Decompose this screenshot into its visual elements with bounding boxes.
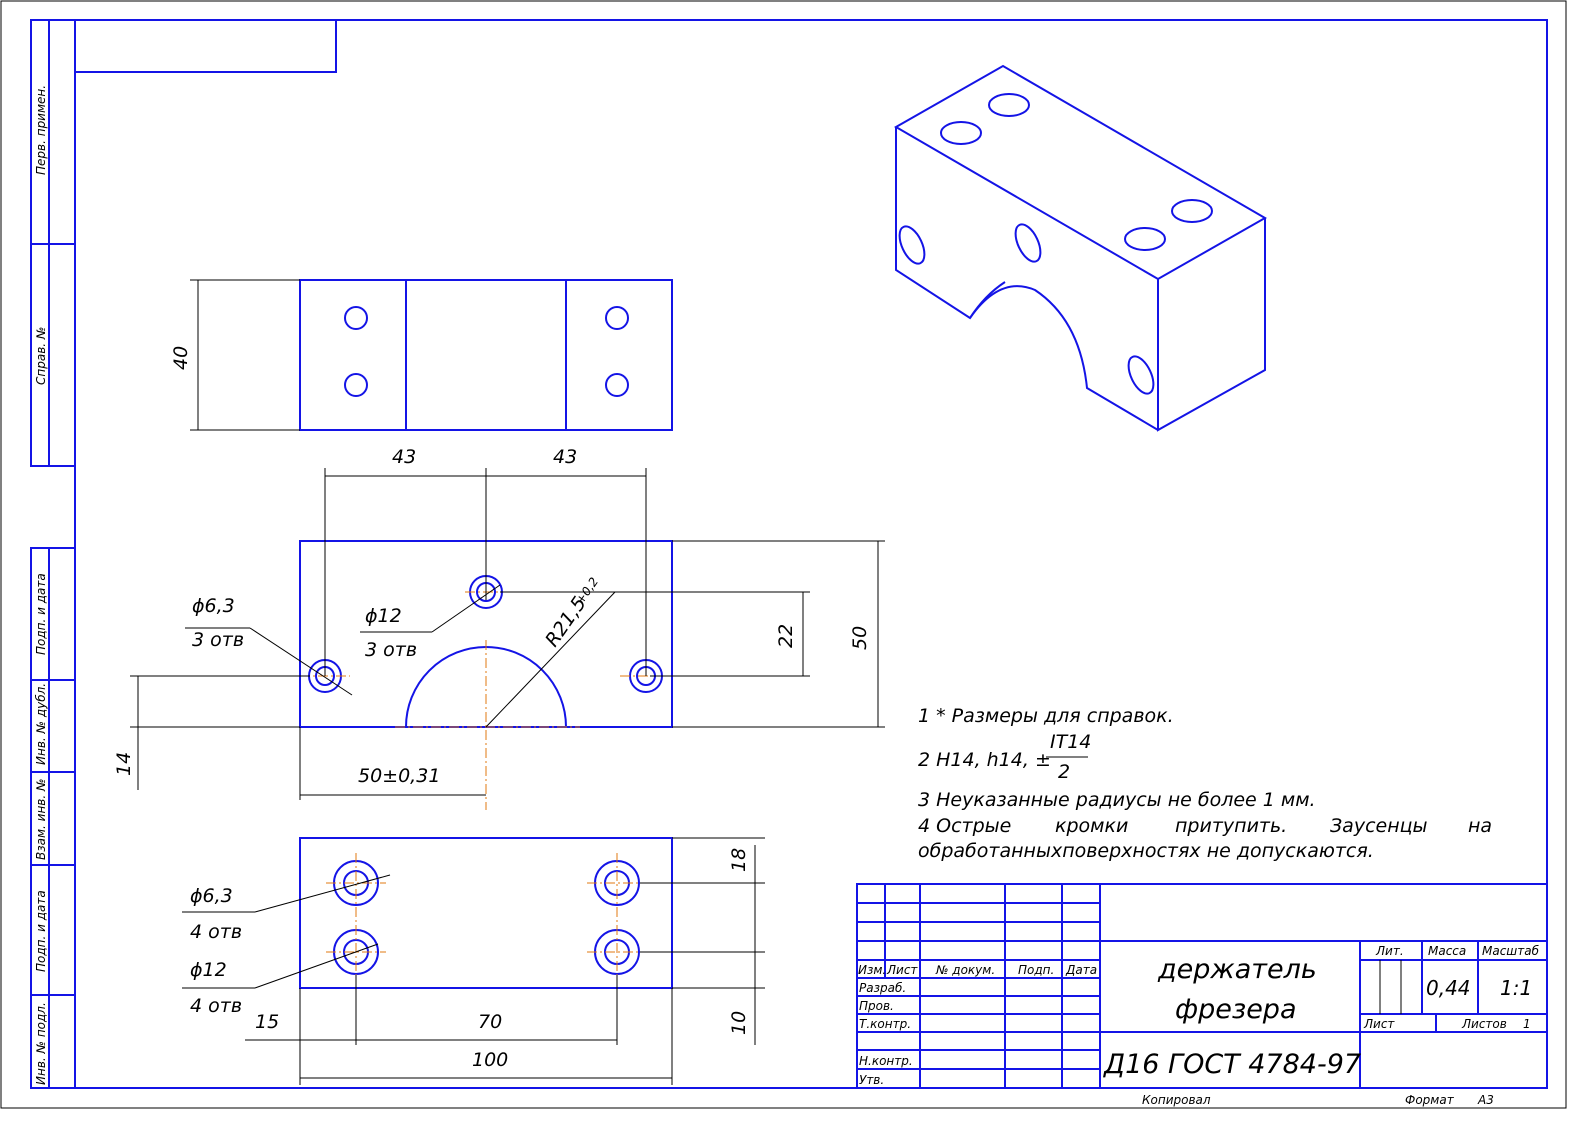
row-razrab: Разраб. [859, 981, 906, 995]
note-2: 2 H14, h14, ± [918, 749, 1051, 771]
top-left-box [74, 19, 337, 73]
dim-radius-tol: +0,2 [573, 575, 601, 607]
note-4-word: на [1468, 815, 1492, 837]
part-name-line1: держатель [1157, 954, 1317, 985]
mass-label: Масса [1428, 944, 1466, 958]
scale-value: 1:1 [1500, 976, 1532, 1000]
b-hole-large-qty: 4 отв [190, 995, 242, 1017]
stamp-label: Подп. и дата [34, 573, 48, 655]
dim-10: 10 [728, 1011, 750, 1035]
stamp-label: Инв. № дубл. [34, 683, 48, 765]
col-izm: Изм. [858, 963, 886, 977]
note-2-numerator: IT14 [1050, 731, 1091, 753]
front-view: 43 43 ϕ6,3 3 отв ϕ12 3 отв R21,5 +0,2 50… [113, 446, 885, 810]
stamp-label: Подп. и дата [34, 890, 48, 972]
col-sign: Подп. [1018, 963, 1054, 977]
isometric-view [893, 64, 1268, 432]
material: Д16 ГОСТ 4784-97 [1103, 1049, 1361, 1080]
note-3: 3 Неуказанные радиусы не более 1 мм. [918, 789, 1316, 811]
note-4-word: Заусенцы [1330, 815, 1428, 837]
hole-large-label: ϕ12 [365, 605, 402, 627]
stamp-label: Инв. № подл. [34, 1002, 48, 1085]
format-label: Формат [1405, 1093, 1455, 1107]
dim-40: 40 [170, 346, 192, 370]
copied-label: Копировал [1142, 1093, 1211, 1107]
sheets-value: 1 [1523, 1017, 1531, 1031]
note-1: 1 * Размеры для справок. [918, 705, 1174, 727]
part-name-line2: фрезера [1175, 994, 1297, 1025]
bottom-view: ϕ6,3 4 отв ϕ12 4 отв 18 10 15 70 100 [182, 837, 765, 1085]
row-prov: Пров. [859, 999, 894, 1013]
format-value: А3 [1477, 1093, 1494, 1107]
b-hole-small-qty: 4 отв [190, 921, 242, 943]
stamp-label: Перв. примен. [34, 85, 48, 175]
stamp-label: Справ. № [34, 327, 48, 385]
dim-50: 50 [849, 626, 871, 650]
sheet-label: Лист [1363, 1017, 1395, 1031]
hole-small-label: ϕ6,3 [192, 595, 235, 617]
col-list: Лист [886, 963, 918, 977]
dim-70: 70 [478, 1011, 502, 1033]
inner-frame [74, 19, 1548, 1089]
dim-100: 100 [472, 1049, 508, 1071]
row-utv: Утв. [859, 1073, 884, 1087]
dim-22: 22 [775, 624, 797, 648]
note-4-word: кромки [1055, 815, 1128, 837]
side-stamps [30, 19, 76, 1089]
hole-small-qty: 3 отв [192, 629, 244, 651]
dim-43-right: 43 [553, 446, 577, 468]
dim-14: 14 [113, 752, 135, 776]
mass-value: 0,44 [1426, 976, 1471, 1000]
dim-50-tol: 50±0,31 [358, 765, 440, 787]
col-date: Дата [1065, 963, 1097, 977]
scale-label: Масштаб [1482, 944, 1540, 958]
note-4-word: 4 Острые [918, 815, 1011, 837]
dim-15: 15 [255, 1011, 279, 1033]
dim-43-left: 43 [392, 446, 416, 468]
title-block: Изм. Лист № докум. Подп. Дата Разраб. Пр… [856, 883, 1548, 1089]
col-doc: № докум. [935, 963, 995, 977]
note-2-denominator: 2 [1058, 761, 1070, 783]
hole-large-qty: 3 отв [365, 639, 417, 661]
row-tkontr: Т.контр. [859, 1017, 911, 1031]
technical-notes: 1 * Размеры для справок. 2 H14, h14, ± I… [918, 705, 1492, 862]
stamp-label: Взам. инв. № [34, 779, 48, 860]
b-hole-small-label: ϕ6,3 [190, 885, 233, 907]
lit-label: Лит. [1375, 944, 1404, 958]
row-nkontr: Н.контр. [859, 1054, 913, 1068]
sheets-label: Листов [1461, 1017, 1507, 1031]
outer-frame [0, 0, 1567, 1109]
b-hole-large-label: ϕ12 [190, 959, 227, 981]
top-view: 40 [170, 279, 673, 431]
stamp-labels: Перв. примен. Справ. № Подп. и дата Инв.… [34, 85, 48, 1085]
note-4-line2: обработанныхповерхностях не допускаются. [918, 840, 1374, 862]
dim-18: 18 [728, 848, 750, 872]
note-4-word: притупить. [1175, 815, 1287, 837]
